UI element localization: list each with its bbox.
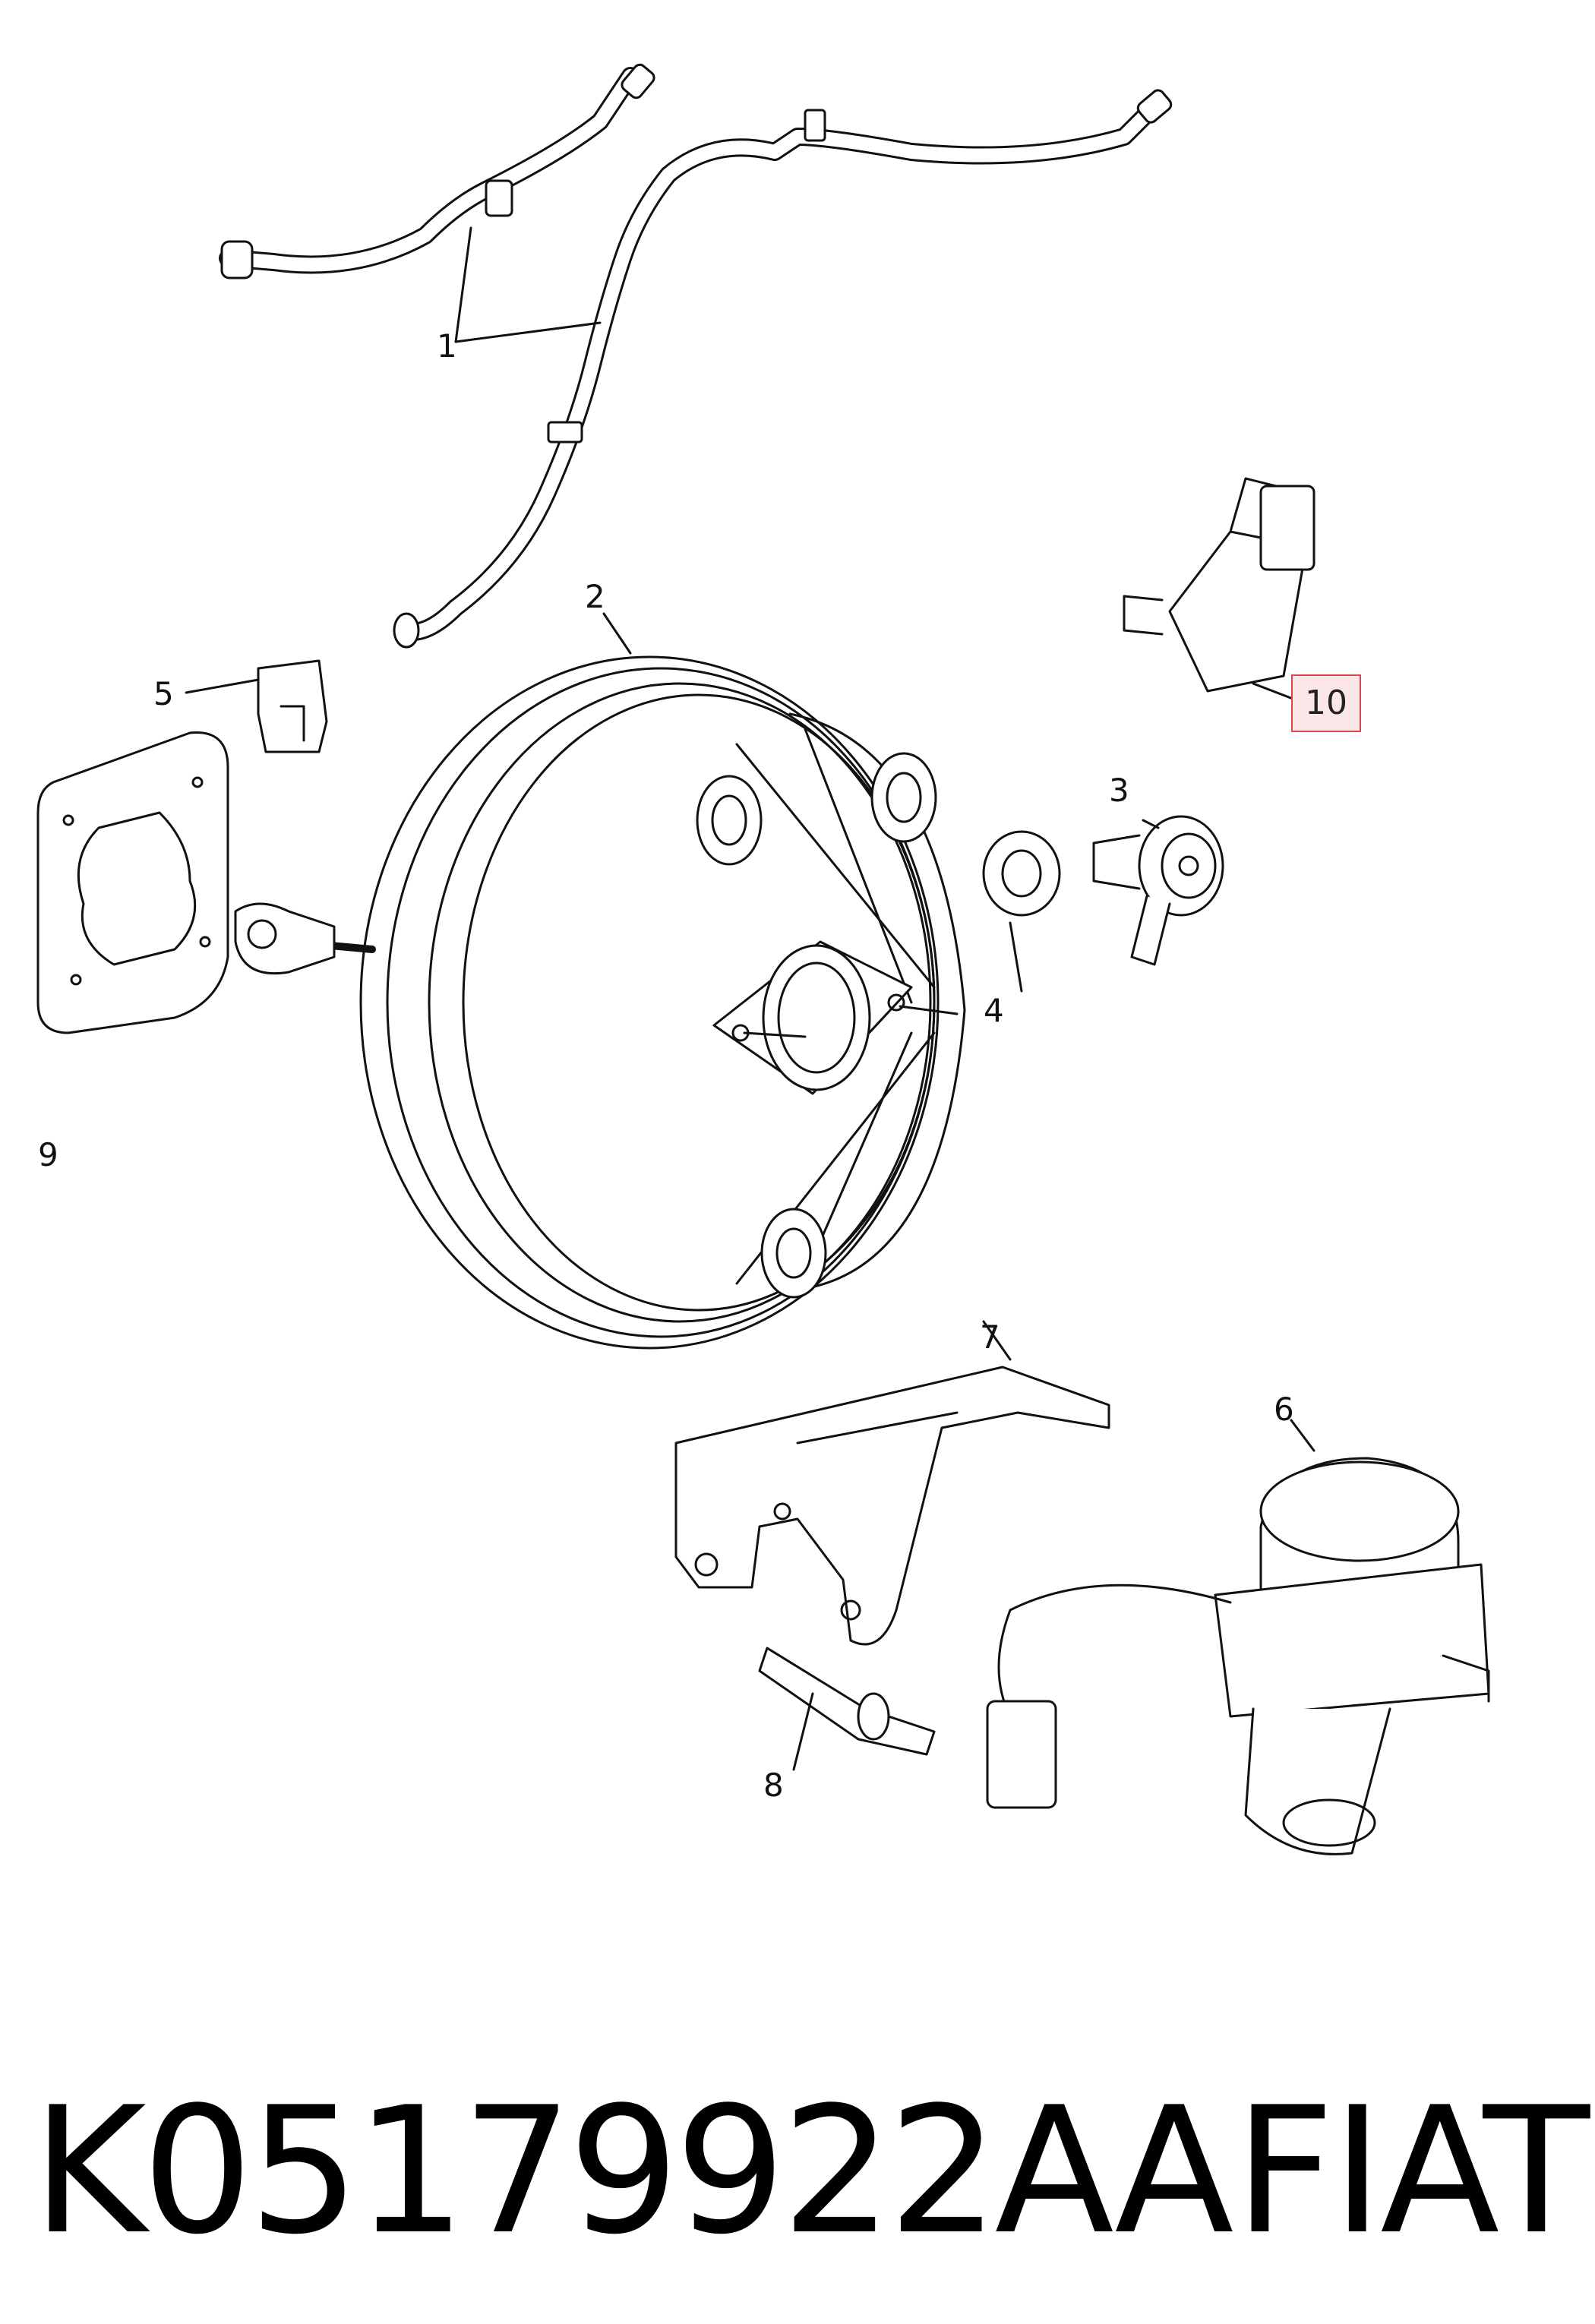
callout-3: 3 bbox=[1109, 772, 1129, 809]
vacuum-pump bbox=[987, 1458, 1489, 1854]
brake-booster bbox=[235, 657, 965, 1348]
check-valve bbox=[1094, 816, 1223, 965]
callout-1: 1 bbox=[437, 327, 457, 365]
callout-10-highlighted: 10 bbox=[1291, 674, 1361, 732]
callout-8: 8 bbox=[763, 1767, 784, 1804]
clip bbox=[258, 661, 327, 752]
stud bbox=[760, 1648, 934, 1754]
grommet bbox=[984, 832, 1060, 915]
brand-name: FIAT bbox=[1234, 2070, 1590, 2273]
vacuum-sensor bbox=[1124, 478, 1314, 691]
callout-7: 7 bbox=[980, 1318, 1000, 1356]
gasket bbox=[38, 733, 228, 1033]
callout-2: 2 bbox=[585, 578, 605, 615]
callout-4: 4 bbox=[984, 992, 1004, 1029]
callout-5: 5 bbox=[153, 675, 174, 712]
leader-lines bbox=[186, 228, 1314, 1770]
vacuum-hose bbox=[222, 62, 1173, 647]
callout-6: 6 bbox=[1274, 1391, 1294, 1428]
callout-9: 9 bbox=[38, 1136, 58, 1173]
mounting-bracket bbox=[676, 1367, 1109, 1644]
part-number: K05179922AA bbox=[32, 2070, 1234, 2273]
parts-diagram bbox=[0, 0, 1595, 2051]
